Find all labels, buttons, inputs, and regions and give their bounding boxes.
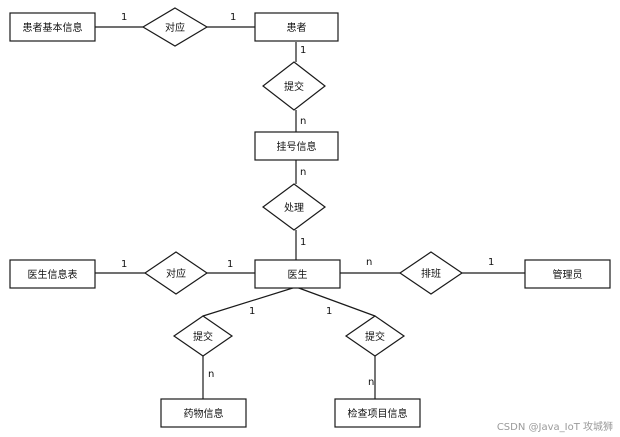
connector-lines xyxy=(95,26,525,399)
entity-label: 医生 xyxy=(288,268,308,281)
relationship-submit-exam: 提交 xyxy=(344,315,406,357)
line-doctor-submitmed xyxy=(202,286,297,317)
entity-medicine-info: 药物信息 xyxy=(160,398,247,428)
relationship-label: 提交 xyxy=(365,330,385,343)
cardinality-labels: 1 1 1 n n 1 1 1 n 1 1 1 n n xyxy=(121,12,494,388)
cardinality-label: 1 xyxy=(227,259,233,270)
relationship-diamond xyxy=(141,7,209,47)
cardinality-label: 1 xyxy=(249,306,255,317)
relationship-label: 对应 xyxy=(165,21,185,34)
cardinality-label: 1 xyxy=(121,12,127,23)
relationship-process: 处理 xyxy=(261,183,327,231)
cardinality-label: 1 xyxy=(300,45,306,56)
relationship-diamond xyxy=(398,251,464,295)
entity-doctor: 医生 xyxy=(254,259,341,289)
entity-box xyxy=(334,398,421,428)
entity-label: 患者基本信息 xyxy=(23,21,83,34)
relationship-submit-registration: 提交 xyxy=(262,61,326,111)
cardinality-label: n xyxy=(208,369,214,380)
relationship-diamond xyxy=(262,61,326,111)
entity-box xyxy=(254,131,339,161)
cardinality-label: n xyxy=(366,257,372,268)
line-doctor-submitexam xyxy=(295,286,376,317)
entity-doctor-info-table: 医生信息表 xyxy=(9,259,96,289)
relationship-label: 提交 xyxy=(284,80,304,93)
entity-box xyxy=(9,259,96,289)
entity-label: 患者 xyxy=(287,22,307,34)
cardinality-label: n xyxy=(368,377,374,388)
relationship-label: 排班 xyxy=(421,267,441,280)
relationship-diamond xyxy=(344,315,406,357)
entity-label: 挂号信息 xyxy=(277,140,317,153)
watermark: CSDN @Java_IoT 攻城狮 xyxy=(497,420,613,433)
cardinality-label: 1 xyxy=(121,259,127,270)
entity-box xyxy=(254,259,341,289)
cardinality-label: 1 xyxy=(326,306,332,317)
cardinality-label: n xyxy=(300,167,306,178)
relationship-schedule: 排班 xyxy=(398,251,464,295)
cardinality-label: n xyxy=(300,116,306,127)
relationship-diamond xyxy=(172,315,234,357)
entity-patient: 患者 xyxy=(254,12,339,42)
relationship-label: 对应 xyxy=(166,267,186,280)
entity-label: 管理员 xyxy=(553,268,583,281)
entity-box xyxy=(160,398,247,428)
relationship-submit-medicine: 提交 xyxy=(172,315,234,357)
entity-box xyxy=(254,12,339,42)
relationship-label: 提交 xyxy=(193,330,213,343)
relationship-correspond-doctor: 对应 xyxy=(143,251,209,295)
entity-box xyxy=(9,12,96,42)
entity-label: 药物信息 xyxy=(184,407,224,420)
entity-box xyxy=(524,259,611,289)
cardinality-label: 1 xyxy=(230,12,236,23)
relationship-label: 处理 xyxy=(284,202,304,214)
relationship-diamond xyxy=(261,183,327,231)
entity-exam-item-info: 检查项目信息 xyxy=(334,398,421,428)
entity-label: 医生信息表 xyxy=(28,268,78,281)
relationship-diamond xyxy=(143,251,209,295)
entity-administrator: 管理员 xyxy=(524,259,611,289)
cardinality-label: 1 xyxy=(300,237,306,248)
cardinality-label: 1 xyxy=(488,257,494,268)
entity-label: 检查项目信息 xyxy=(348,407,408,420)
entity-patient-basic-info: 患者基本信息 xyxy=(9,12,96,42)
entity-registration-info: 挂号信息 xyxy=(254,131,339,161)
relationship-correspond-patient: 对应 xyxy=(141,7,209,47)
